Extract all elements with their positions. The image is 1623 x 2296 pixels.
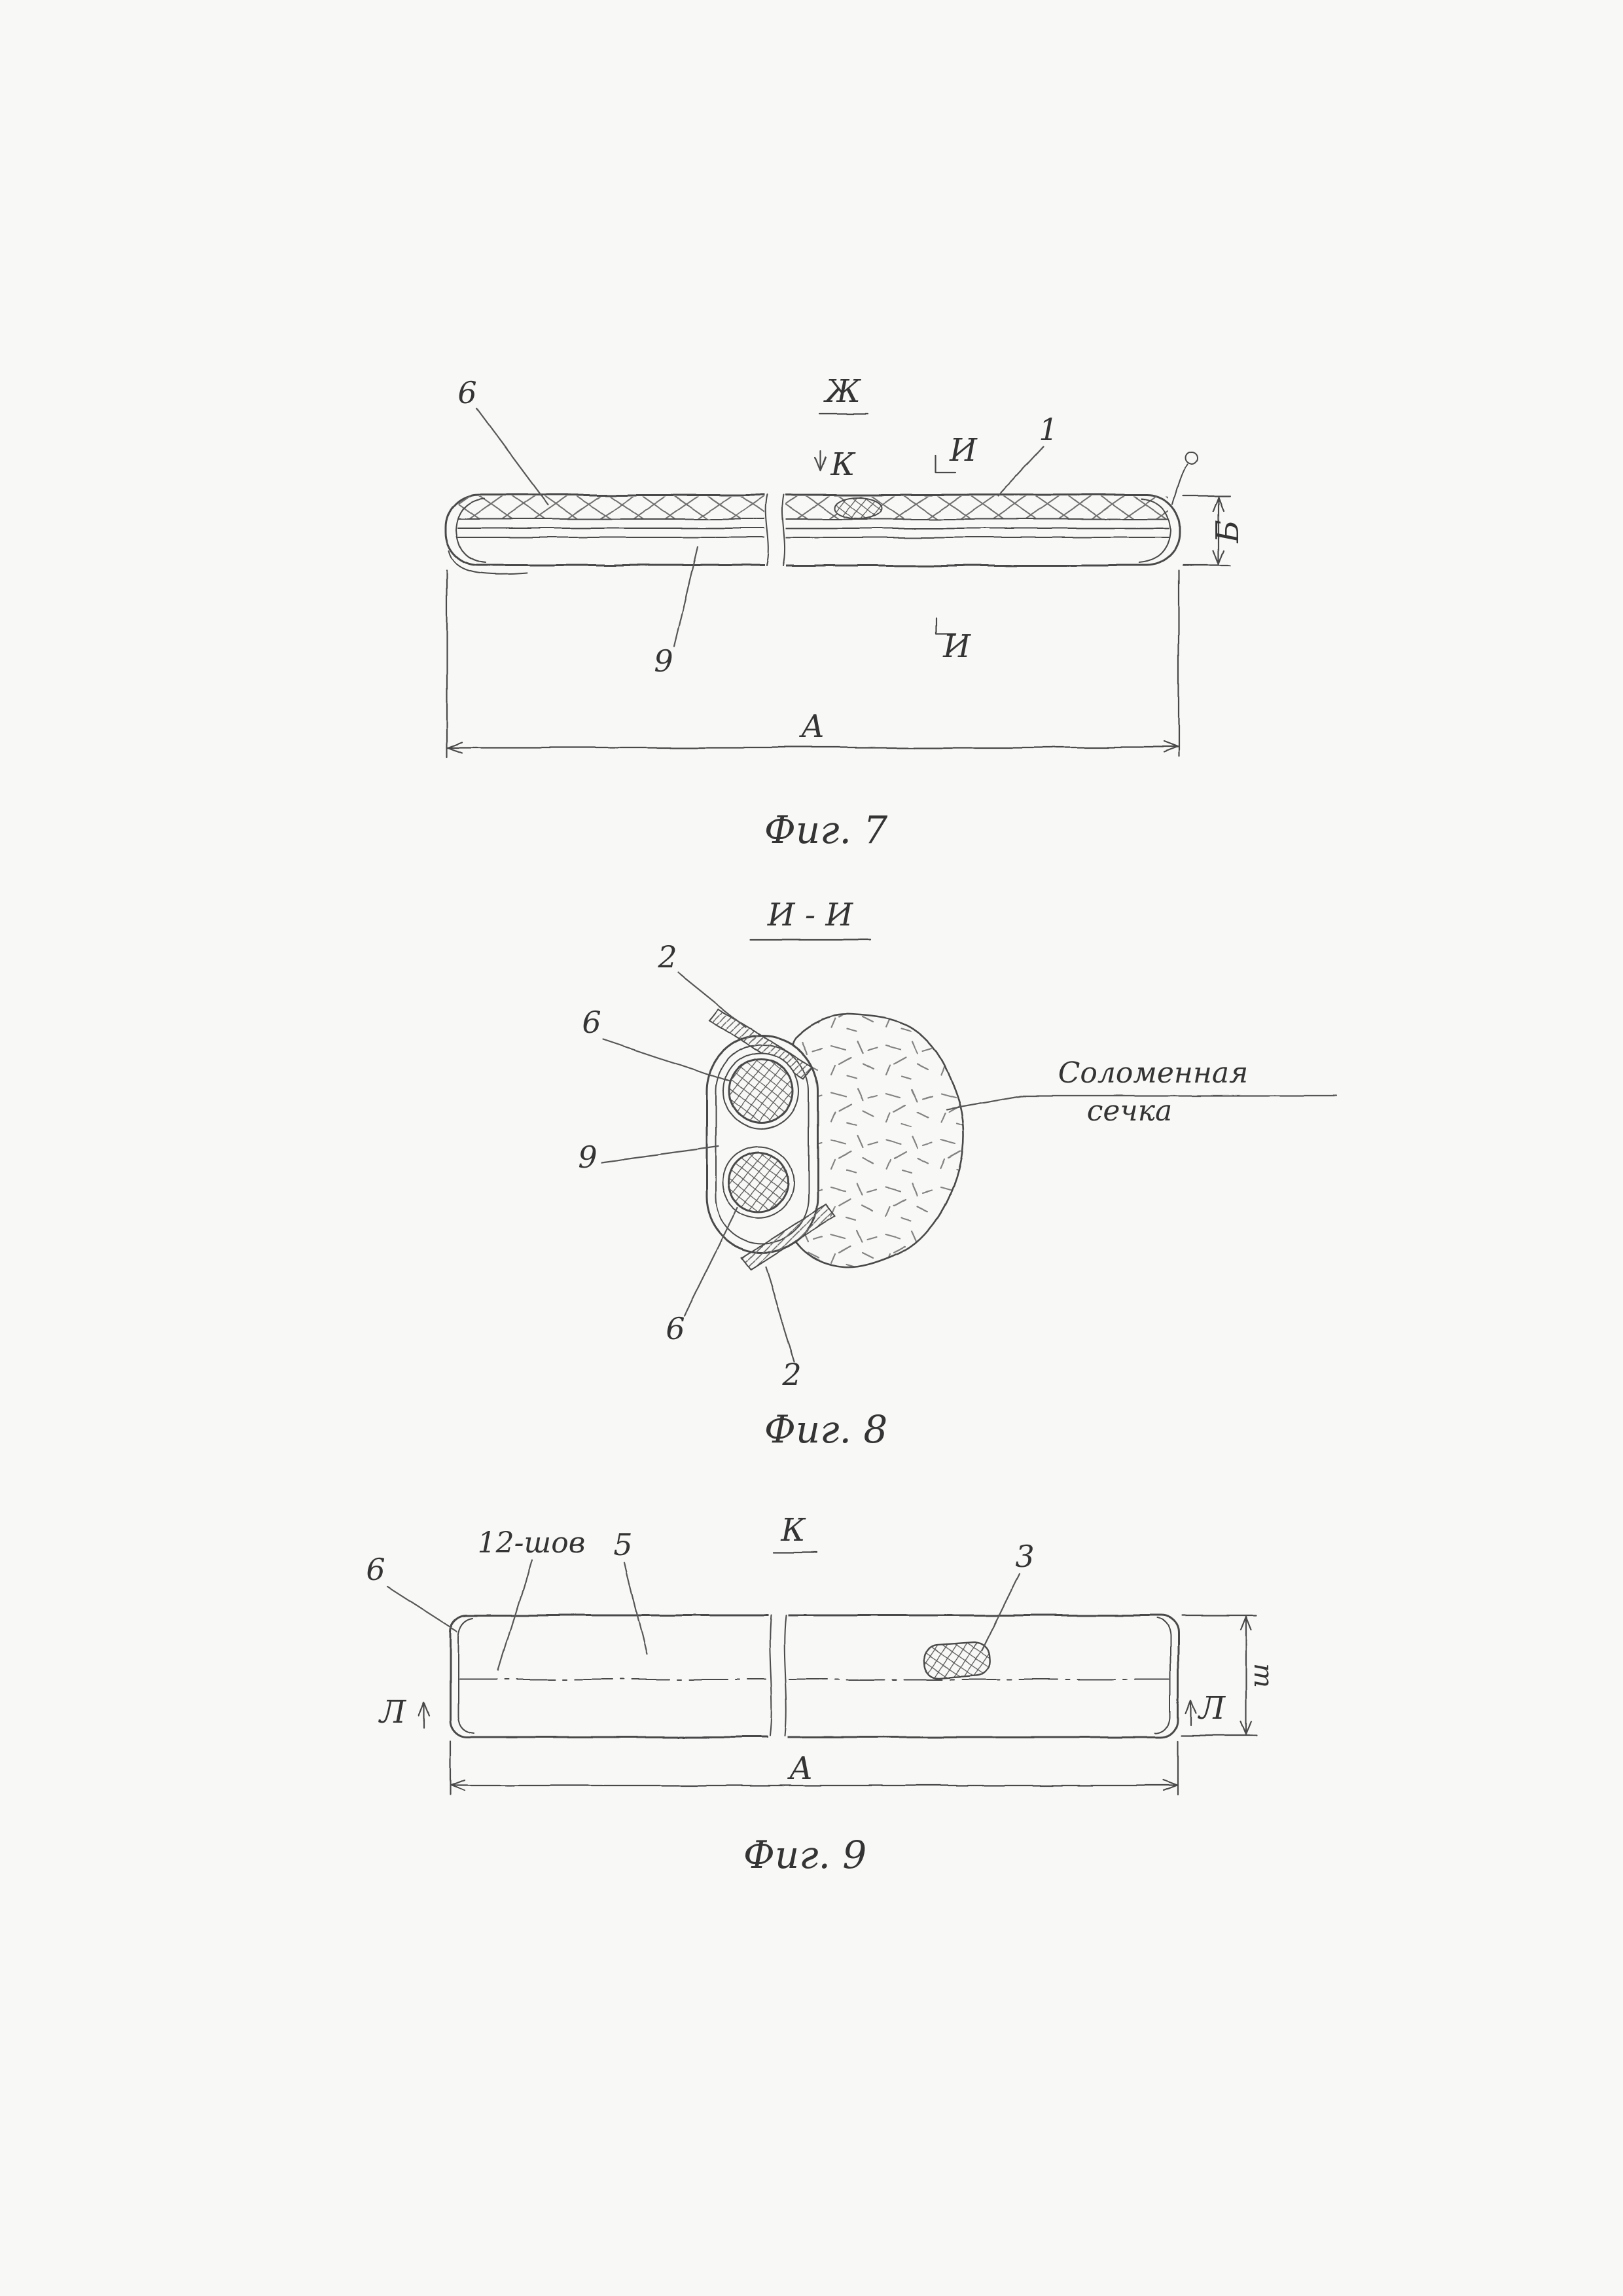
fig8-part-2-bottom-label: 2 (781, 1357, 801, 1392)
fig9-view-l-right-label: Л (1198, 1690, 1226, 1727)
fig9-dim-sh (1181, 1614, 1258, 1737)
fig9-end-inner-lines (457, 1617, 1171, 1734)
fig8-top-core (728, 1058, 794, 1124)
fig7-section-i-bottom-label: И (942, 628, 971, 665)
fig7-braid-left (458, 496, 764, 519)
fig7-inner-rails (457, 518, 1169, 538)
fig7-dim-a-label: А (799, 708, 825, 745)
fig9-view-label: К (780, 1512, 806, 1549)
fig8-section-title: И - И (767, 897, 854, 933)
fig9-part-5-label: 5 (613, 1527, 632, 1562)
fig7-mattress-outline (444, 493, 1181, 567)
fig8-leader-lines (601, 971, 796, 1363)
fig9-seam-label: 12-шов (478, 1526, 586, 1560)
fig7-part-1-label: 1 (1039, 412, 1058, 447)
fig7-section-marks (935, 454, 957, 635)
fig7-thread-curl (1172, 464, 1188, 505)
fig7-section-i-top-label: И (949, 432, 978, 469)
fig8-note-line2: сечка (1087, 1094, 1173, 1128)
fig8-part-6-bottom-label: 6 (666, 1311, 685, 1346)
fig9-view-l-left-label: Л (378, 1694, 407, 1731)
fig9-dim-a (449, 1740, 1179, 1796)
fig7-drawing (444, 407, 1232, 758)
fig8-strap-bottom (741, 1203, 836, 1271)
fig8-note-pointer (945, 1094, 1338, 1110)
fig7-mesh-patch (834, 497, 883, 519)
fig8-drawing (601, 939, 1338, 1363)
fig8-part-2-top-label: 2 (657, 939, 677, 975)
fig9-view-l-arrows (418, 1699, 1198, 1729)
fig7-dim-a (446, 569, 1180, 758)
fig9-mat-outline (449, 1614, 1179, 1738)
fig9-dim-sh-label: ш (1245, 1663, 1275, 1688)
fig7-view-label: Ж (823, 373, 861, 410)
fig9-mesh-patch-group (923, 1641, 991, 1679)
artwork (386, 407, 1338, 1796)
fig8-part-9-label: 9 (578, 1139, 597, 1175)
fig7-caption: Фиг. 7 (764, 808, 888, 852)
fig7-view-k-label: К (830, 446, 856, 483)
fig7-thread-loop (1185, 452, 1198, 465)
fig7-dim-b-label: Б (1209, 520, 1246, 543)
fig9-caption: Фиг. 9 (743, 1833, 867, 1877)
fig7-break-lines (764, 494, 785, 566)
fig7-part-9-label: 9 (654, 643, 673, 679)
fig9-mesh-patch (923, 1641, 991, 1679)
fig7-end-caps-inner (448, 498, 1171, 575)
fig9-drawing (386, 1551, 1258, 1796)
labels: Ж 6 К И 1 9 И Б А Фиг. 7 И - И 2 6 Солом… (366, 373, 1275, 1877)
fig8-part-6-top-label: 6 (582, 1005, 601, 1040)
fig9-break-lines (769, 1615, 787, 1736)
fig8-caption: Фиг. 8 (764, 1407, 888, 1452)
fig8-bottom-core (728, 1151, 789, 1213)
fig9-part-3-label: 3 (1015, 1539, 1034, 1574)
fig7-part-6-label: 6 (457, 375, 476, 410)
fig9-dim-a-label: А (787, 1750, 813, 1787)
fig7-dim-b (1182, 494, 1232, 567)
fig7-leader-lines (475, 407, 1044, 648)
fig7-view-k-arrow (814, 450, 827, 473)
fig9-leader-lines (386, 1559, 1021, 1672)
fig8-note-line1: Соломенная (1058, 1056, 1249, 1090)
fig9-part-6-label: 6 (366, 1552, 385, 1587)
